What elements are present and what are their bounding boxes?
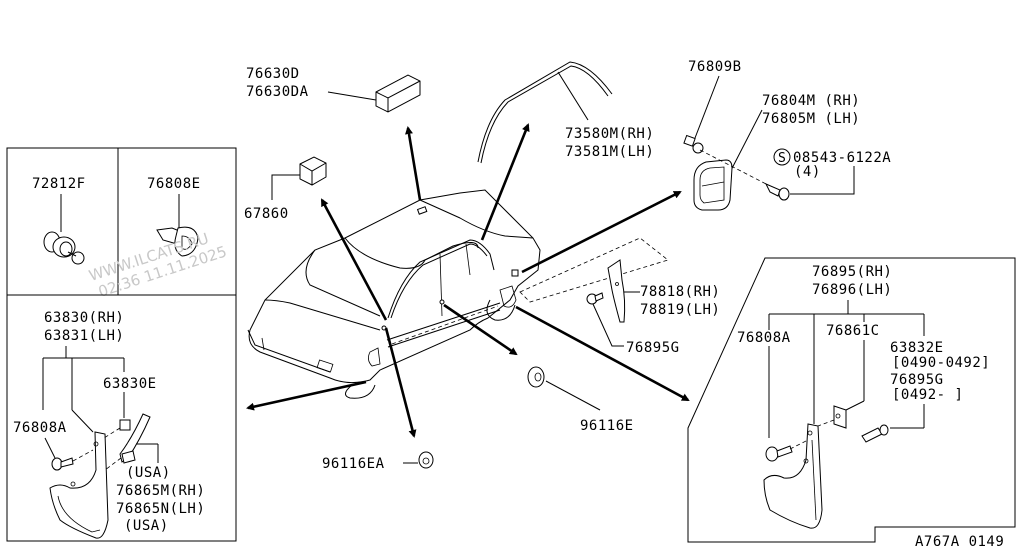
inset-top-left: 72812F 76808E WWW.ILCATS.RU 02:36 11 — [6, 147, 237, 301]
group-label-76895[interactable]: 76895(RH) — [812, 264, 892, 280]
part-72812F[interactable]: 72812F — [32, 176, 86, 265]
part-73580M[interactable]: 73580M(RH) 73581M(LH) — [477, 61, 654, 164]
date-range-63832E: [0490-0492] — [892, 355, 990, 371]
part-label-76895G-right[interactable]: 76895G — [890, 372, 944, 388]
part-08543-6122A[interactable]: S 08543-6122A (4) — [764, 148, 891, 201]
leader-line — [694, 75, 720, 139]
part-label-73580M[interactable]: 73580M(RH) — [565, 126, 654, 142]
part-label-76630DA[interactable]: 76630DA — [246, 84, 309, 100]
part-76809B[interactable]: 76809B — [683, 59, 742, 154]
part-96116E[interactable]: 96116E — [527, 366, 634, 434]
usa-note-top: (USA) — [126, 465, 171, 481]
part-label-76804M[interactable]: 76804M (RH) — [762, 93, 860, 109]
part-label-76808A-right[interactable]: 76808A — [737, 330, 791, 346]
part-label-08543-6122A[interactable]: 08543-6122A — [793, 150, 891, 166]
part-label-76808A-left[interactable]: 76808A — [13, 420, 67, 436]
group-bracket — [768, 300, 925, 438]
inset-bottom-left: 63830(RH) 63831(LH) 63830E 76808A — [6, 294, 237, 542]
part-label-63832E[interactable]: 63832E — [890, 340, 944, 356]
leader-line — [592, 303, 624, 347]
arrow-to-96116EA — [384, 327, 417, 438]
clip-76808E-icon — [156, 226, 199, 257]
group-label-76896[interactable]: 76896(LH) — [812, 282, 892, 298]
group-bracket — [42, 346, 125, 433]
inset-right-frame — [687, 257, 1016, 543]
inset-right: 76895(RH) 76896(LH) 76808A 76861C 63832E… — [687, 257, 1016, 543]
part-76808E[interactable]: 76808E — [147, 176, 201, 257]
part-76630D[interactable]: 76630D 76630DA — [246, 66, 421, 113]
leader-line — [557, 71, 589, 121]
clip-76809B-icon — [683, 134, 704, 154]
leader-line — [545, 380, 601, 411]
arrow-to-67860 — [320, 198, 388, 321]
car-body-icon — [247, 189, 541, 399]
grommet-96116EA-icon — [418, 451, 434, 469]
part-label-76809B[interactable]: 76809B — [688, 59, 742, 75]
mud-guard-left-icon — [49, 413, 151, 539]
arrow-to-73580M — [480, 123, 530, 241]
part-label-96116E[interactable]: 96116E — [580, 418, 634, 434]
leader-line — [44, 437, 56, 459]
vent-grille-icon — [693, 159, 733, 211]
bracket-callout-outline — [519, 237, 669, 303]
block-67860-icon — [299, 156, 327, 186]
screw-icon — [764, 183, 790, 201]
arrow-to-vent — [521, 190, 682, 274]
arrow-to-left-inset — [246, 380, 367, 411]
part-label-73581M[interactable]: 73581M(LH) — [565, 144, 654, 160]
part-label-78819[interactable]: 78819(LH) — [640, 302, 720, 318]
part-qty-08543: (4) — [794, 164, 821, 180]
standard-part-symbol-icon — [773, 148, 791, 166]
part-label-76805M[interactable]: 76805M (LH) — [762, 111, 860, 127]
callout-arrows — [246, 123, 690, 438]
leader-line — [790, 166, 855, 195]
usa-note-bottom: (USA) — [124, 518, 169, 534]
part-76804M[interactable]: 76804M (RH) 76805M (LH) — [693, 93, 860, 211]
arrow-to-76630D — [405, 126, 422, 201]
part-78818[interactable]: 78818(RH) 78819(LH) — [607, 259, 720, 323]
fastener-axis — [699, 149, 771, 187]
arrow-to-right-inset — [515, 305, 690, 402]
grommet-96116E-icon — [527, 366, 545, 388]
date-range-76895G: [0492- ] — [892, 387, 963, 403]
group-label-63831[interactable]: 63831(LH) — [44, 328, 124, 344]
part-label-78818[interactable]: 78818(RH) — [640, 284, 720, 300]
part-label-96116EA[interactable]: 96116EA — [322, 456, 385, 472]
part-label-76630D[interactable]: 76630D — [246, 66, 300, 82]
part-label-72812F[interactable]: 72812F — [32, 176, 86, 192]
mud-guard-right-icon — [763, 405, 889, 529]
part-label-67860[interactable]: 67860 — [244, 206, 289, 222]
bracket-icon — [607, 259, 626, 323]
part-96116EA[interactable]: 96116EA — [322, 451, 434, 472]
part-label-76808E[interactable]: 76808E — [147, 176, 201, 192]
part-label-76895G[interactable]: 76895G — [626, 340, 680, 356]
part-label-76861C[interactable]: 76861C — [826, 323, 880, 339]
diagram-id: A767A 0149 — [915, 534, 1004, 550]
leader-line — [327, 91, 377, 101]
inset-bottom-left-frame — [6, 294, 237, 542]
part-76895G[interactable]: 76895G — [586, 292, 680, 356]
clip-72812F-icon — [43, 231, 85, 265]
leader-line — [271, 174, 300, 200]
part-67860[interactable]: 67860 — [244, 156, 327, 222]
part-label-76865N[interactable]: 76865N(LH) — [116, 501, 205, 517]
drip-moulding-icon — [477, 61, 613, 164]
part-label-63830E[interactable]: 63830E — [103, 376, 157, 392]
arrow-to-96116E — [443, 303, 518, 356]
pad-76630D-icon — [375, 74, 421, 113]
watermark: WWW.ILCATS.RU 02:36 11.11.2025 — [87, 229, 229, 301]
part-label-76865M[interactable]: 76865M(RH) — [116, 483, 205, 499]
clip-76895G-icon — [586, 292, 604, 305]
group-label-63830[interactable]: 63830(RH) — [44, 310, 124, 326]
standard-part-symbol: S — [778, 151, 786, 166]
